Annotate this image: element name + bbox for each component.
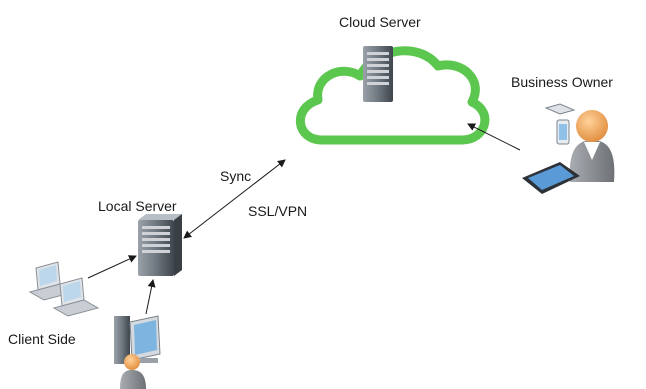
- cloud-server-icon: [363, 46, 393, 102]
- client-to-server-arrow: [145, 279, 156, 315]
- laptops-to-server-arrow: [87, 255, 137, 279]
- client-workstation-icon: [114, 315, 161, 389]
- business-owner-label: Business Owner: [511, 74, 613, 90]
- local-server-label: Local Server: [98, 198, 177, 214]
- owner-to-cloud-arrow: [467, 123, 521, 151]
- sync-connector-arrow: [183, 159, 286, 239]
- business-owner-icon: [522, 103, 615, 194]
- laptop-icon: [52, 277, 100, 317]
- client-side-label: Client Side: [8, 331, 76, 347]
- local-server-icon: [138, 214, 182, 276]
- cloud-server-label: Cloud Server: [339, 14, 421, 30]
- ssl-vpn-label: SSL/VPN: [248, 203, 308, 219]
- sync-label: Sync: [220, 168, 252, 184]
